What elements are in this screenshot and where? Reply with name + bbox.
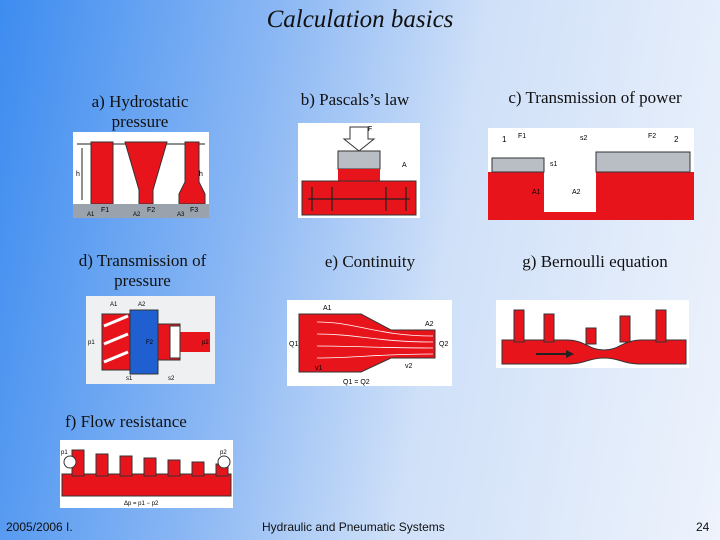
transmission-of-power-diagram: 1 F1 s2 F2 2 s1 A1 A2	[488, 128, 694, 220]
area-a-text: A	[402, 162, 407, 169]
pressure-p1-text: p1	[61, 450, 68, 456]
footer-date: 2005/2006 I.	[6, 520, 73, 534]
area-a1-text: A1	[110, 302, 118, 308]
label-pascals-law: b) Pascals’s law	[300, 90, 410, 109]
gauge-p1-icon	[63, 455, 77, 469]
piston-2-text: 2	[674, 135, 679, 144]
flow-q2-text: Q2	[439, 341, 448, 348]
stroke-s1-text: s1	[550, 161, 558, 168]
velocity-v1-text: v1	[315, 365, 323, 372]
pressure-p1-text: p1	[88, 340, 95, 346]
area-a2-text: A2	[425, 321, 434, 328]
area-a1-text: A1	[532, 189, 541, 196]
flow-resistance-diagram: p1 p2 Δp = p1 − p2	[60, 440, 233, 508]
area-a1-text: A1	[87, 212, 95, 218]
area-a3-text: A3	[177, 212, 185, 218]
footer-course-title: Hydraulic and Pneumatic Systems	[262, 520, 445, 534]
height-h-right-text: h	[199, 171, 203, 178]
label-bernoulli-equation: g) Bernoulli equation	[522, 252, 668, 271]
area-a2-text: A2	[138, 302, 146, 308]
transmission-of-pressure-diagram: A1 A2 p1 F2 p2 s1 s2	[86, 296, 215, 384]
force-f2-text: F2	[147, 207, 155, 214]
piston-1-text: 1	[502, 135, 507, 144]
bernoulli-equation-diagram	[496, 300, 689, 368]
continuity-diagram: A1 A2 Q1 Q2 v1 v2 Q1 = Q2	[287, 300, 452, 386]
gauge-p2-icon	[217, 455, 231, 469]
force-f2-text: F2	[648, 133, 656, 140]
pascals-law-diagram: F A p	[298, 123, 420, 218]
pressure-p2-text: p2	[220, 450, 227, 456]
label-transmission-of-power: c) Transmission of power	[508, 88, 682, 107]
label-continuity: e) Continuity	[324, 252, 416, 271]
stroke-s2-text: s2	[168, 376, 175, 382]
pressure-p2-text: p2	[202, 340, 209, 346]
label-flow-resistance: f) Flow resistance	[65, 412, 187, 431]
velocity-v2-text: v2	[405, 363, 413, 370]
continuity-equation-text: Q1 = Q2	[343, 379, 370, 386]
area-a1-text: A1	[323, 305, 332, 312]
stroke-s2-text: s2	[580, 135, 588, 142]
stroke-s1-text: s1	[126, 376, 133, 382]
slide-title: Calculation basics	[266, 6, 454, 33]
area-a2-text: A2	[133, 212, 141, 218]
height-h-left-text: h	[76, 171, 80, 178]
force-f1-text: F1	[101, 207, 109, 214]
hydrostatic-pressure-diagram: h h F1 A1 F2 A2 F3 A3	[73, 132, 209, 218]
area-a2-text: A2	[572, 189, 581, 196]
label-hydrostatic-pressure: a) Hydrostatic pressure	[91, 92, 189, 131]
flow-q1-text: Q1	[289, 341, 298, 348]
force-f2-text: F2	[146, 340, 154, 346]
force-f-text: F	[368, 126, 372, 133]
page-number: 24	[696, 520, 710, 534]
force-f3-text: F3	[190, 207, 198, 214]
force-f1-text: F1	[518, 133, 526, 140]
label-transmission-of-pressure: d) Transmission of pressure	[78, 251, 207, 290]
pressure-drop-text: Δp = p1 − p2	[124, 501, 159, 507]
